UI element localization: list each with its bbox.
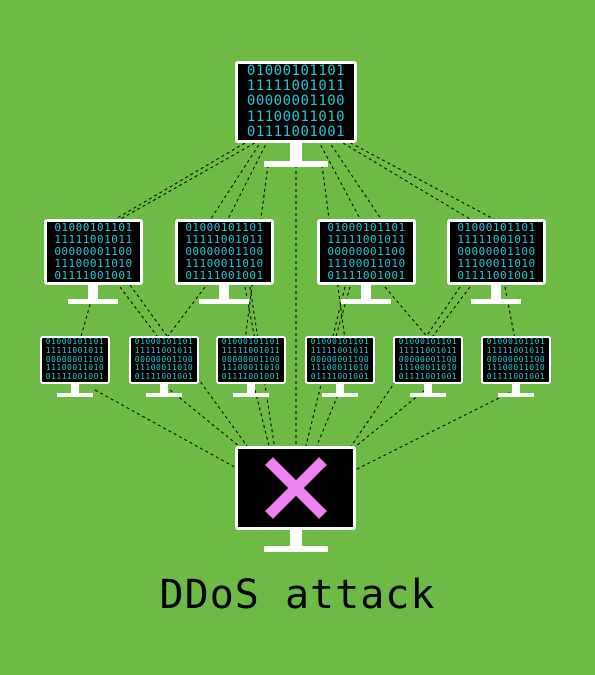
binary-screen: 01000101101 11111001011 00000001100 1110…	[235, 61, 357, 143]
connection-line	[244, 286, 256, 341]
monitor-stand	[512, 384, 520, 393]
connection-line	[314, 389, 341, 451]
connection-line	[304, 286, 346, 451]
monitor-stand	[88, 285, 98, 299]
monitor-base	[199, 299, 249, 304]
victim-computer	[235, 446, 356, 552]
monitor-base	[264, 546, 328, 552]
binary-line: 00000001100	[246, 93, 346, 110]
monitor-base	[410, 393, 446, 397]
connection-line	[504, 286, 516, 341]
monitor-base	[471, 299, 521, 304]
connection-line	[119, 286, 161, 341]
binary-line: 11111001011	[246, 77, 346, 94]
victim-screen	[235, 446, 356, 530]
monitor-stand	[160, 384, 168, 393]
monitor-base	[264, 161, 328, 167]
binary-screen: 01000101101 11111001011 00000001100 1110…	[481, 336, 551, 384]
connection-line	[344, 389, 426, 456]
handler-computer-2: 01000101101 11111001011 00000001100 1110…	[175, 219, 274, 305]
bot-computer-4: 01000101101 11111001011 00000001100 1110…	[305, 336, 375, 397]
connection-line	[429, 286, 471, 341]
binary-screen: 01000101101 11111001011 00000001100 1110…	[317, 219, 416, 285]
diagram-caption: DDoS attack	[159, 572, 436, 618]
monitor-stand	[71, 384, 79, 393]
binary-line: 11100011010	[246, 108, 346, 125]
connection-line	[169, 389, 251, 456]
binary-screen: 01000101101 11111001011 00000001100 1110…	[305, 336, 375, 384]
bot-computer-3: 01000101101 11111001011 00000001100 1110…	[216, 336, 286, 397]
monitor-stand	[491, 285, 501, 299]
connection-line	[94, 389, 241, 471]
monitor-stand	[247, 384, 255, 393]
monitor-stand	[424, 384, 432, 393]
monitor-base	[341, 299, 391, 304]
bot-computer-5: 01000101101 11111001011 00000001100 1110…	[393, 336, 463, 397]
connection-line	[317, 139, 366, 229]
binary-line: 01111001001	[246, 124, 346, 141]
monitor-base	[68, 299, 118, 304]
connection-line	[254, 389, 271, 451]
monitor-base	[146, 393, 182, 397]
monitor-stand	[336, 384, 344, 393]
binary-screen: 01000101101 11111001011 00000001100 1110…	[393, 336, 463, 384]
bot-computer-2: 01000101101 11111001011 00000001100 1110…	[129, 336, 199, 397]
handler-computer-1: 01000101101 11111001011 00000001100 1110…	[44, 219, 143, 305]
monitor-base	[233, 393, 269, 397]
connection-line	[337, 139, 486, 229]
monitor-base	[322, 393, 358, 397]
cross-icon	[264, 457, 327, 519]
monitor-stand	[290, 530, 302, 546]
bot-computer-6: 01000101101 11111001011 00000001100 1110…	[481, 336, 551, 397]
handler-computer-3: 01000101101 11111001011 00000001100 1110…	[317, 219, 416, 305]
monitor-base	[498, 393, 534, 397]
binary-line: 01000101101	[246, 62, 346, 79]
binary-screen: 01000101101 11111001011 00000001100 1110…	[175, 219, 274, 285]
connection-line	[164, 286, 206, 341]
binary-screen: 01000101101 11111001011 00000001100 1110…	[216, 336, 286, 384]
monitor-stand	[219, 285, 229, 299]
master-computer: 01000101101 11111001011 00000001100 1110…	[235, 61, 357, 167]
connection-line	[344, 286, 461, 456]
binary-screen: 01000101101 11111001011 00000001100 1110…	[129, 336, 199, 384]
connection-line	[344, 139, 506, 226]
binary-screen: 01000101101 11111001011 00000001100 1110…	[40, 336, 110, 384]
monitor-stand	[361, 285, 371, 299]
connection-line	[327, 139, 386, 226]
connection-line	[109, 139, 261, 226]
connection-line	[224, 139, 269, 226]
monitor-base	[57, 393, 93, 397]
handler-computer-4: 01000101101 11111001011 00000001100 1110…	[447, 219, 546, 305]
binary-screen: 01000101101 11111001011 00000001100 1110…	[447, 219, 546, 285]
connection-line	[354, 389, 516, 471]
binary-screen: 01000101101 11111001011 00000001100 1110…	[44, 219, 143, 285]
bot-computer-1: 01000101101 11111001011 00000001100 1110…	[40, 336, 110, 397]
connection-line	[94, 139, 251, 232]
monitor-stand	[290, 143, 302, 161]
